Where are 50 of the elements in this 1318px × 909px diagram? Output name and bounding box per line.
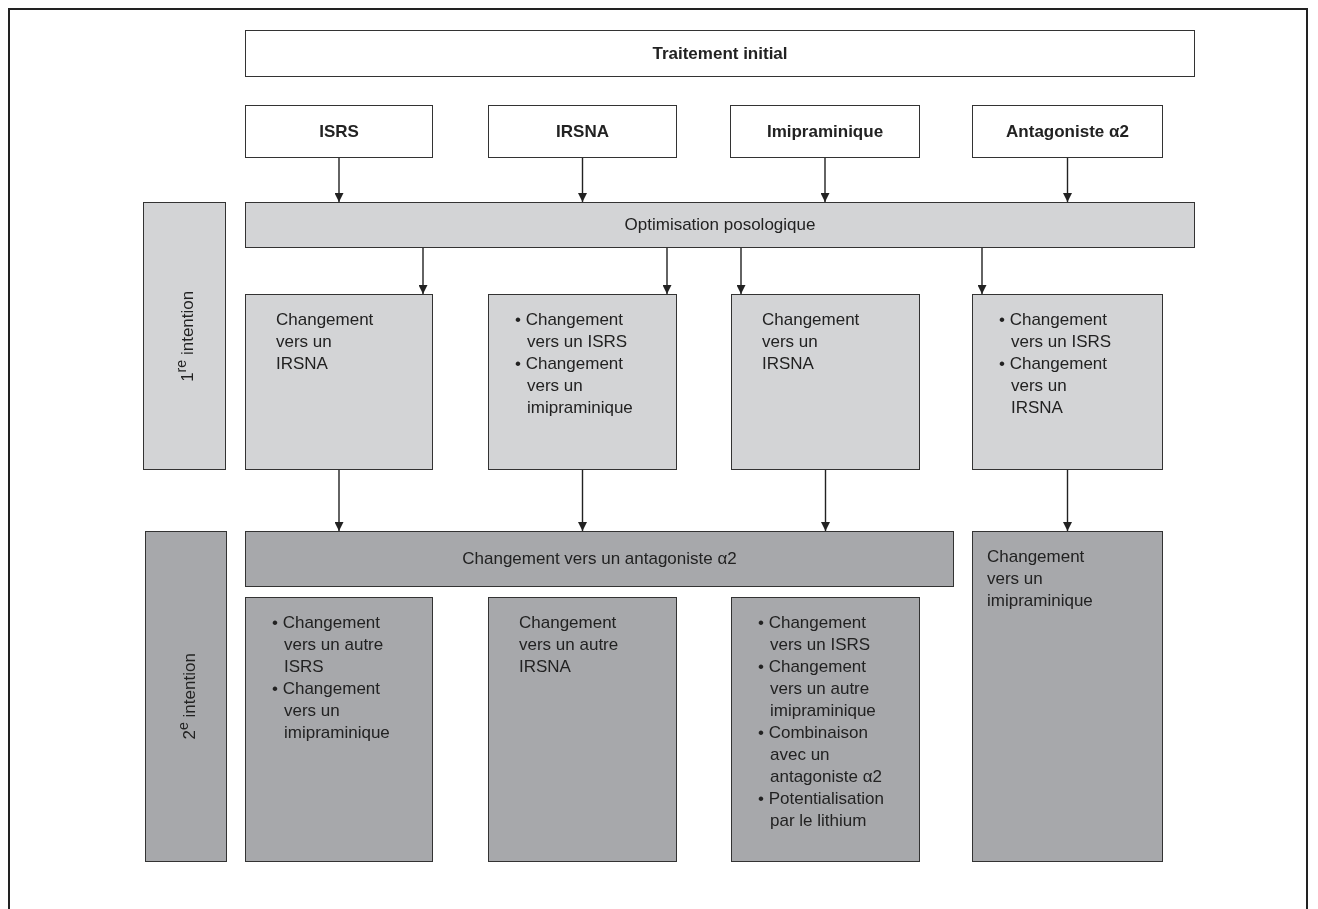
process-box — [245, 202, 1195, 248]
process-box — [245, 30, 1195, 77]
bullet-item: • Changement vers un imipraminique — [272, 678, 390, 744]
arrow — [418, 247, 428, 295]
bullet-item: • Changement vers un autre ISRS — [272, 612, 385, 678]
process-box — [731, 597, 920, 862]
process-box — [972, 294, 1163, 470]
box-text: ISRS — [319, 120, 359, 143]
box-text: Traitement initial — [652, 42, 788, 65]
stage-box — [145, 531, 227, 862]
box-text: Changement vers un IRSNA — [276, 309, 375, 375]
process-box — [245, 531, 954, 587]
process-box — [972, 105, 1163, 158]
arrow — [821, 469, 830, 532]
arrow — [1063, 469, 1072, 532]
bullet-item: • Potentialisation par le lithium — [758, 788, 885, 832]
arrow — [820, 157, 830, 203]
process-box — [488, 105, 677, 158]
process-box — [730, 105, 920, 158]
box-text: Changement vers un IRSNA — [762, 309, 861, 375]
bullet-item: • Combinaison avec un antagoniste α2 — [758, 722, 883, 788]
box-text: Optimisation posologique — [624, 214, 816, 236]
bullet-item: • Changement vers un ISRS — [515, 309, 629, 353]
box-text: Imipraminique — [766, 120, 884, 143]
arrow — [578, 469, 587, 532]
process-box — [972, 531, 1163, 862]
bullet-item: • Changement vers un autre imipraminique — [758, 656, 877, 722]
box-text: Antagoniste α2 — [1006, 120, 1129, 143]
bullet-item: • Changement vers un ISRS — [999, 309, 1113, 353]
arrow — [578, 157, 587, 203]
box-text: Changement vers un antagoniste α2 — [462, 548, 737, 570]
bullet-item: • Changement vers un IRSNA — [999, 353, 1109, 419]
stage-box — [143, 202, 226, 470]
arrow — [736, 247, 746, 295]
box-text: Changement vers un autre IRSNA — [519, 612, 620, 678]
arrow — [1063, 157, 1072, 203]
bullet-item: • Changement vers un ISRS — [758, 612, 872, 656]
process-box — [245, 294, 433, 470]
arrow — [334, 157, 344, 203]
process-box — [488, 597, 677, 862]
arrow — [334, 469, 344, 532]
arrow — [977, 247, 987, 295]
bullet-item: • Changement vers un imipraminique — [515, 353, 633, 419]
process-box — [731, 294, 920, 470]
process-box — [245, 105, 433, 158]
process-box — [245, 597, 433, 862]
box-text: IRSNA — [556, 120, 609, 143]
box-text: Changement vers un imipraminique — [987, 546, 1094, 612]
process-box — [488, 294, 677, 470]
arrow — [662, 247, 672, 295]
